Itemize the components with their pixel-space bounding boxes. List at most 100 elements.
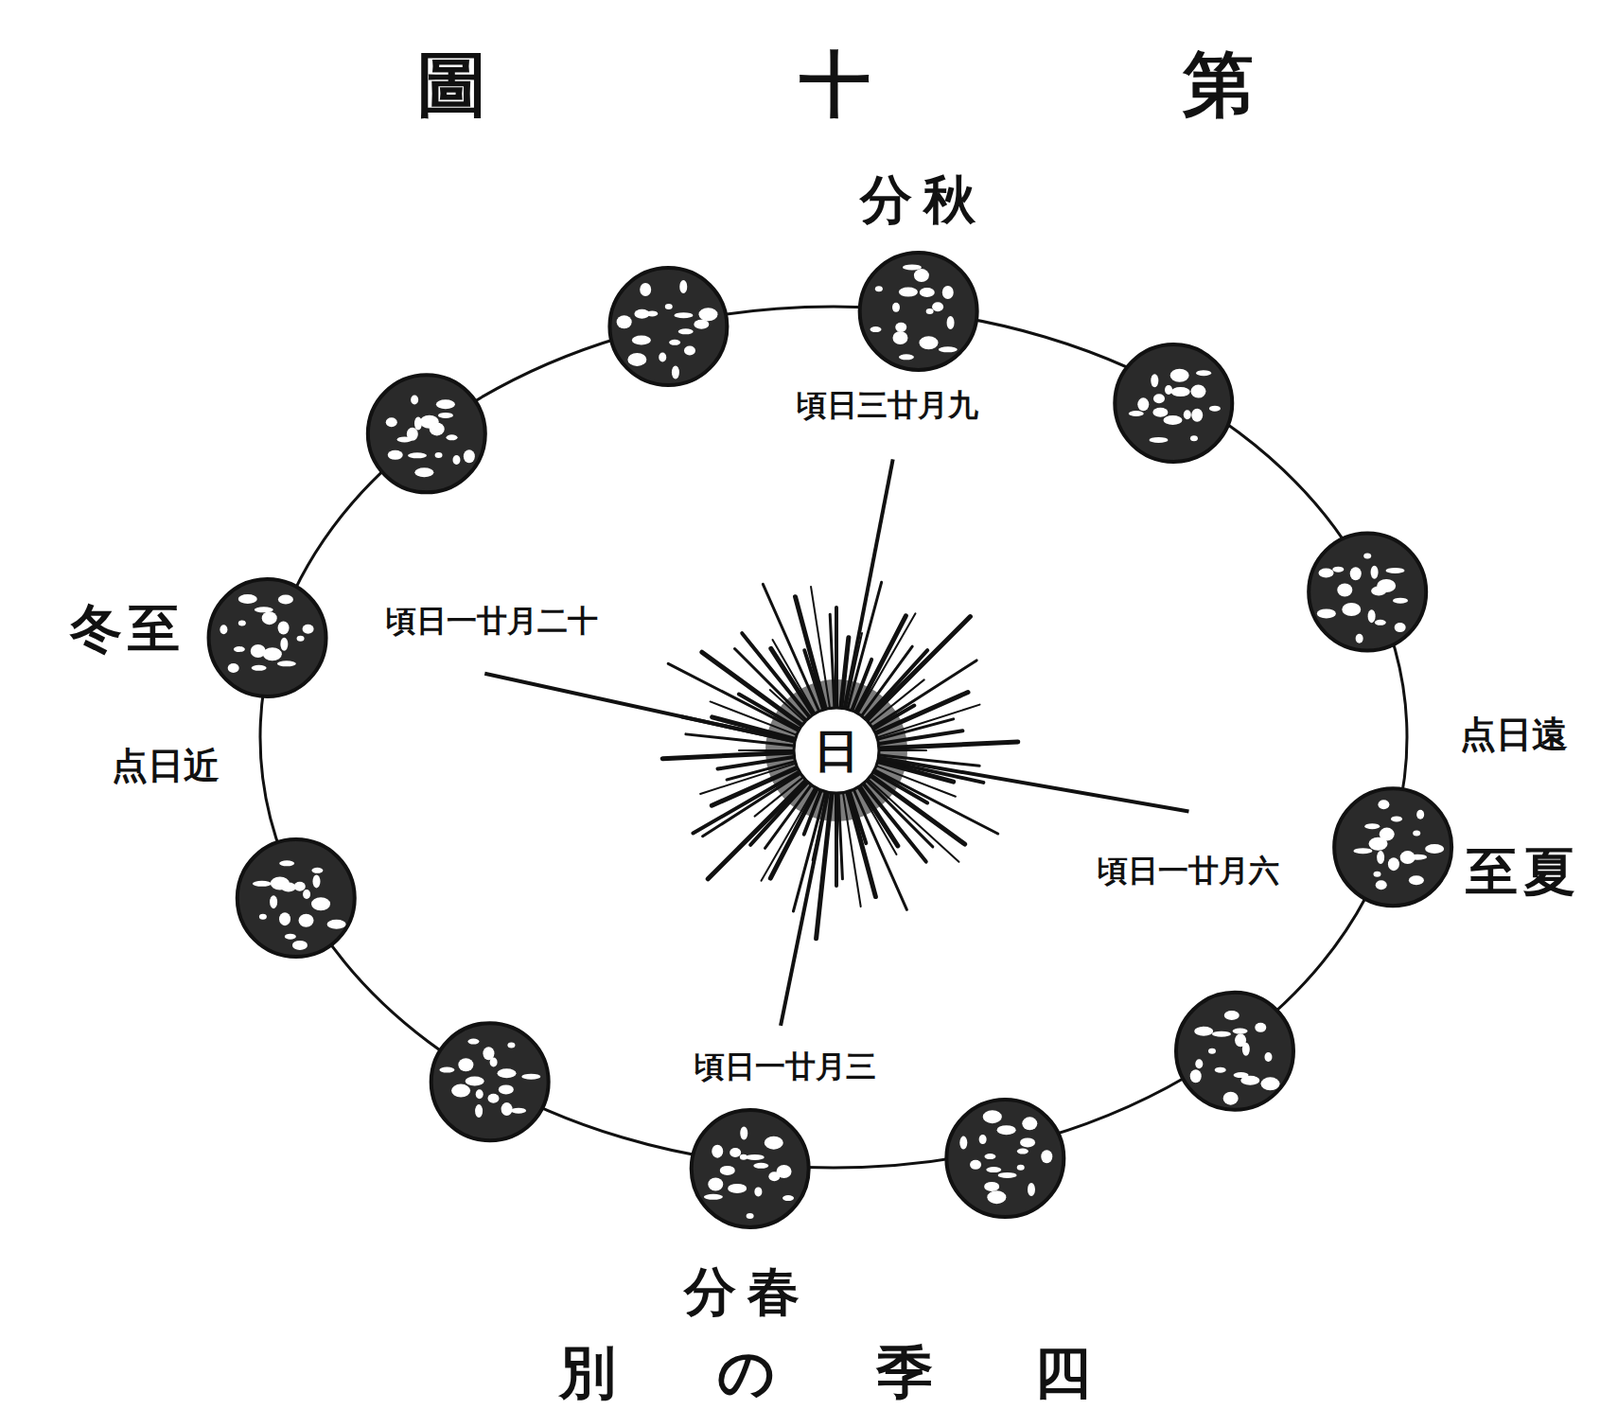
globe-spot xyxy=(465,1076,485,1087)
globe-spot xyxy=(782,1195,794,1201)
globe-spot xyxy=(1190,1069,1202,1083)
globe-spot xyxy=(1424,843,1444,854)
globe-spot xyxy=(1190,435,1198,441)
date-label: 頃日一廿月二十 xyxy=(383,603,601,638)
globe-spot xyxy=(1027,1182,1036,1196)
globe-spot xyxy=(1376,850,1385,864)
globe-spot xyxy=(1194,1026,1214,1037)
globe-spot xyxy=(969,1160,982,1170)
globe-spot xyxy=(1377,799,1390,809)
globe-spot xyxy=(1137,397,1149,411)
earth-disc xyxy=(431,1022,549,1141)
globe-spot xyxy=(1318,568,1335,579)
sun-rays xyxy=(662,581,1019,939)
date-label: 頃日一廿月三 xyxy=(691,1049,880,1084)
globe-spot xyxy=(238,619,247,626)
globe-spot xyxy=(902,263,922,270)
globe-spot xyxy=(938,346,958,352)
globe-spot xyxy=(1208,1048,1216,1055)
globe-spot xyxy=(457,1057,474,1072)
globe-spot xyxy=(1390,815,1403,822)
globe-spot xyxy=(693,319,709,330)
globe-spot xyxy=(228,663,240,673)
globe-spot xyxy=(1040,1149,1053,1163)
globe-spot xyxy=(439,1067,455,1073)
orbit-point-label: 点日遠 xyxy=(1457,714,1571,755)
globe-spot xyxy=(452,455,460,465)
globe-spot xyxy=(446,434,458,440)
globe-spot xyxy=(262,611,278,625)
earth-disc xyxy=(691,1109,809,1228)
earth-disc xyxy=(609,267,727,386)
globe-spot xyxy=(746,1213,755,1219)
globe-spot xyxy=(1209,405,1221,412)
globe-spot xyxy=(875,285,883,292)
globe-spot xyxy=(892,331,908,345)
globe-spot xyxy=(892,302,900,313)
globe-spot xyxy=(1350,566,1362,581)
globe-spot xyxy=(311,896,331,911)
globe-spot xyxy=(467,1038,479,1045)
globe-spot xyxy=(429,421,445,436)
leader-lines xyxy=(484,458,1189,1026)
globe-spot xyxy=(1171,386,1191,397)
globe-spot xyxy=(238,594,258,604)
globe-spot xyxy=(451,1084,471,1098)
globe-spot xyxy=(997,1125,1017,1135)
globe-spot xyxy=(259,914,267,920)
globe-spot xyxy=(984,1153,996,1160)
earth-orbit xyxy=(260,306,1407,1168)
globe-spot xyxy=(668,339,681,346)
globe-spot xyxy=(1254,1022,1266,1033)
globe-spot xyxy=(1385,567,1405,574)
globe-spot xyxy=(279,860,295,866)
globe-spot xyxy=(327,919,347,930)
globe-spot xyxy=(277,660,297,667)
earth-globe xyxy=(691,1109,809,1228)
earth-disc xyxy=(1308,533,1426,651)
globe-spot xyxy=(414,467,434,477)
globe-spot xyxy=(302,624,315,634)
sun-glyph: 日 xyxy=(791,704,882,796)
globe-spot xyxy=(278,621,290,635)
globe-spot xyxy=(914,268,930,282)
season-label: 分秋 xyxy=(857,171,990,228)
globe-spot xyxy=(703,1194,723,1200)
globe-spot xyxy=(745,1154,765,1161)
earth-globe xyxy=(368,374,486,493)
globe-spot xyxy=(250,644,266,658)
globe-spot xyxy=(435,452,443,458)
sun-glow xyxy=(765,679,908,822)
earth-globe xyxy=(609,267,727,386)
globe-spot xyxy=(386,417,398,427)
globe-spot xyxy=(931,301,944,312)
date-label: 頃日一廿月六 xyxy=(1094,853,1283,888)
globe-spot xyxy=(947,316,955,330)
globe-spot xyxy=(1190,385,1206,399)
earth-disc xyxy=(1334,788,1452,906)
globe-spot xyxy=(1412,830,1421,837)
globe-spot xyxy=(1152,407,1168,418)
globe-spot xyxy=(707,1177,723,1191)
globe-spot xyxy=(727,1183,747,1194)
season-label: 至夏 xyxy=(1462,843,1584,899)
globe-spot xyxy=(895,322,907,333)
date-label: 頃日三廿月九 xyxy=(793,387,982,422)
globe-spot xyxy=(269,895,278,909)
globe-spot xyxy=(754,1186,762,1196)
earth-disc xyxy=(368,374,486,493)
globe-spot xyxy=(510,1107,527,1114)
globe-spot xyxy=(1214,1067,1227,1073)
globe-spot xyxy=(729,1147,741,1158)
figure-caption: 別の季四 xyxy=(556,1341,1196,1403)
sun-disc: 日 xyxy=(791,704,882,796)
globe-spot xyxy=(673,312,693,318)
earth-disc xyxy=(1176,992,1294,1110)
globe-spot xyxy=(1336,582,1353,597)
globe-spot xyxy=(679,280,687,294)
globe-spot xyxy=(410,395,419,405)
globe-spot xyxy=(1341,602,1361,616)
earth-globe xyxy=(431,1022,549,1141)
globe-spot xyxy=(671,366,680,380)
